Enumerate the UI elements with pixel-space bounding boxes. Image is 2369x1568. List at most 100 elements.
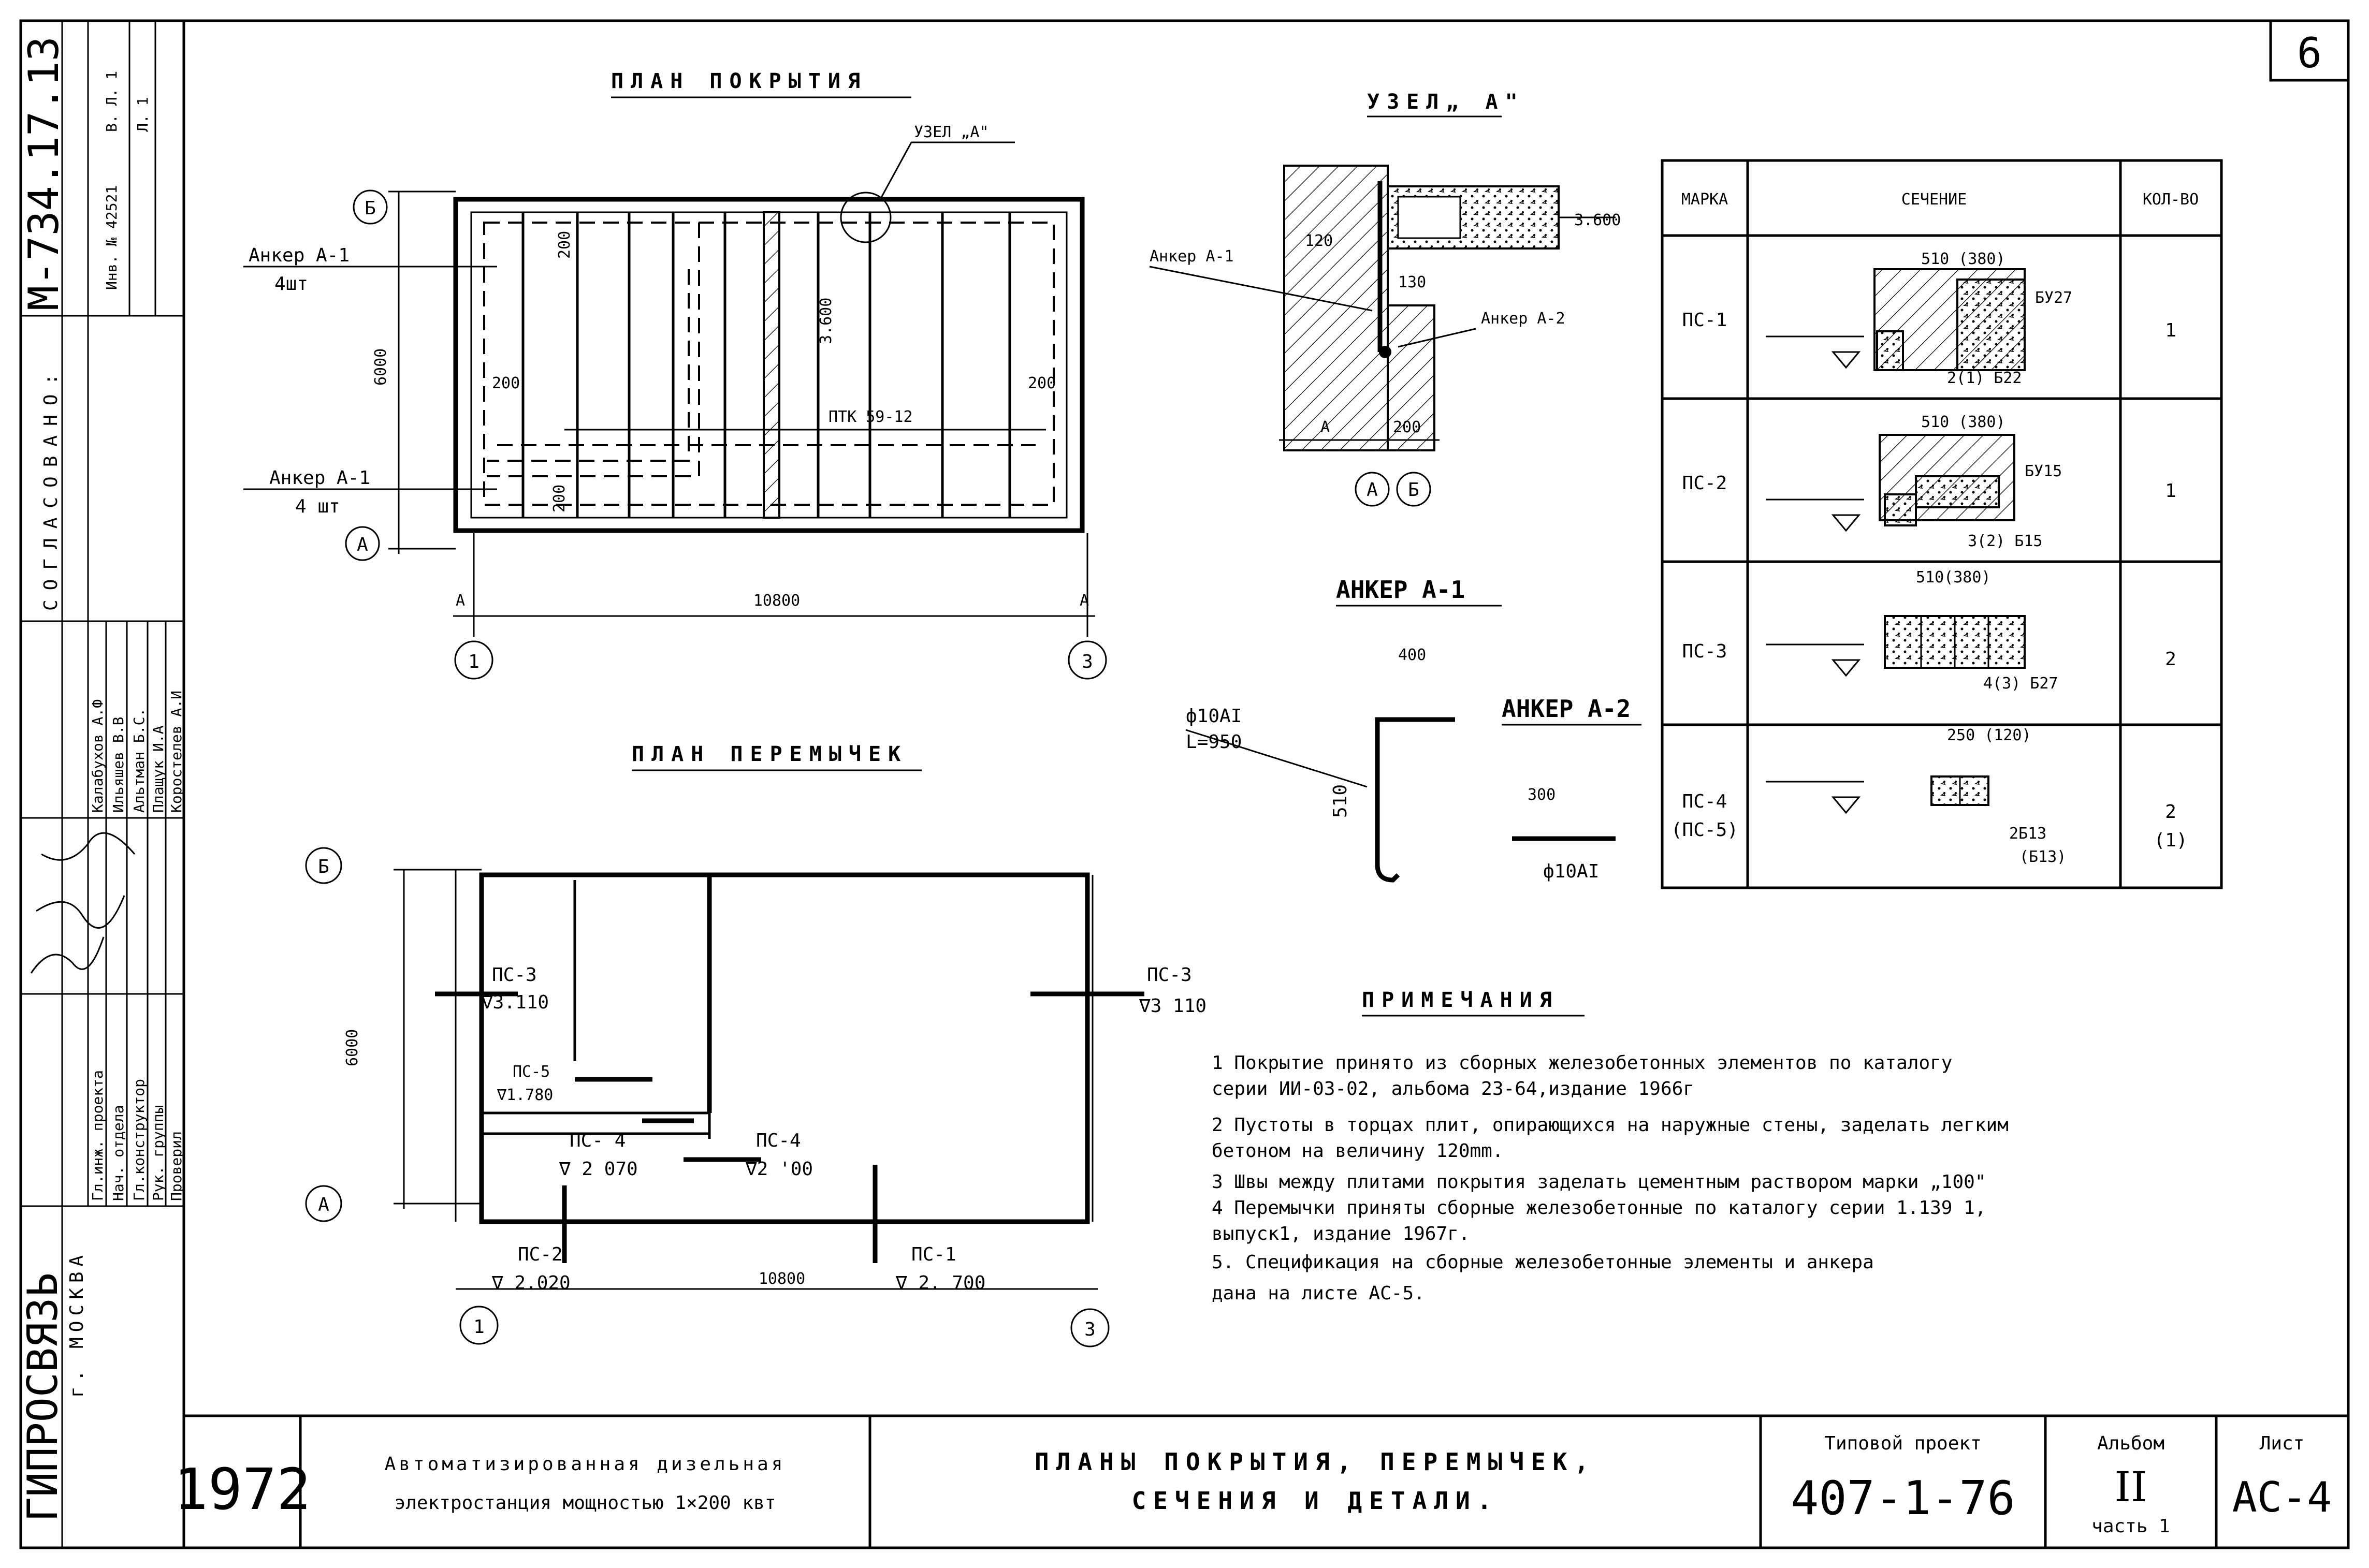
name-2: Ильяшев В.В xyxy=(110,717,127,813)
svg-text:200: 200 xyxy=(550,485,569,512)
note-line-4: бетоном на величину 120mm. xyxy=(1212,1140,1504,1162)
svg-text:4(3) Б27: 4(3) Б27 xyxy=(1983,675,2058,693)
node-a: УЗЕЛ„ А" 3.600 120 130 Анкер А-1 Анкер А… xyxy=(1149,90,1621,507)
role-4: Рук. группы xyxy=(150,1105,167,1201)
svg-text:1: 1 xyxy=(2165,320,2176,341)
svg-text:Анкер А-1: Анкер А-1 xyxy=(1150,247,1234,266)
svg-text:2: 2 xyxy=(2165,649,2176,670)
sheet-number: 6 xyxy=(2297,29,2322,77)
svg-text:10800: 10800 xyxy=(753,592,800,610)
list-label: Лист xyxy=(2260,1433,2305,1454)
svg-text:200: 200 xyxy=(1028,374,1056,392)
svg-text:510: 510 xyxy=(1330,784,1351,818)
svg-text:200: 200 xyxy=(556,231,574,259)
outer-frame xyxy=(19,19,2350,1549)
project-line-2: электростанция мощностью 1×200 квт xyxy=(395,1492,776,1514)
name-3: Альтман Б.С. xyxy=(130,708,148,813)
agreed-label: СОГЛАСОВАНО: xyxy=(40,364,62,611)
album-label: Альбом xyxy=(2097,1433,2164,1454)
svg-text:510 (380): 510 (380) xyxy=(1921,250,2005,268)
svg-text:ПС-4: ПС-4 xyxy=(1682,791,1727,812)
doc-code: М-734.17.13 xyxy=(20,36,68,311)
svg-text:ф10АI: ф10АI xyxy=(1186,706,1242,727)
svg-text:∇2 '00: ∇2 '00 xyxy=(745,1159,813,1180)
svg-text:А: А xyxy=(1320,418,1330,436)
svg-text:ПС-3: ПС-3 xyxy=(1682,641,1727,662)
svg-text:(ПС-5): (ПС-5) xyxy=(1671,819,1738,841)
anchor-a2: АНКЕР А-2 300 ф10АI xyxy=(1502,695,1641,882)
table-header-section: СЕЧЕНИЕ xyxy=(1901,190,1967,209)
svg-text:1: 1 xyxy=(2165,480,2176,502)
album-part: часть 1 xyxy=(2091,1516,2170,1537)
svg-text:ПС-1: ПС-1 xyxy=(1682,310,1727,331)
list-value: АС-4 xyxy=(2232,1473,2332,1521)
svg-text:Б: Б xyxy=(365,198,376,219)
album-value: II xyxy=(2114,1463,2147,1511)
svg-text:А: А xyxy=(1367,479,1378,501)
svg-text:А: А xyxy=(357,534,368,555)
node-a-marker xyxy=(840,192,892,243)
svg-text:130: 130 xyxy=(1398,273,1426,291)
notes: ПРИМЕЧАНИЯ 1 Покрытие принято из сборных… xyxy=(1212,988,2009,1304)
sheet-number-box xyxy=(2269,19,2350,82)
svg-text:А: А xyxy=(318,1194,329,1215)
type-project-label: Типовой проект xyxy=(1824,1433,1981,1454)
plan-roof-title: ПЛАН ПОКРЫТИЯ xyxy=(611,69,867,93)
svg-text:∇ 2 070: ∇ 2 070 xyxy=(559,1159,638,1180)
svg-text:2Б13: 2Б13 xyxy=(2009,825,2046,843)
sheet-title-1: ПЛАНЫ ПОКРЫТИЯ, ПЕРЕМЫЧЕК, xyxy=(1035,1448,1596,1476)
v-l-label: В. Л. 1 xyxy=(103,71,120,132)
svg-text:Анкер А-1: Анкер А-1 xyxy=(249,245,350,266)
svg-text:ПС-4: ПС-4 xyxy=(756,1130,801,1151)
plan-lintels: ПЛАН ПЕРЕМЫЧЕК ПС-3 ∇3.110 ПС-3 ∇3 110 П… xyxy=(305,742,1207,1347)
note-line-2: серии ИИ-03-02, альбома 23-64,издание 19… xyxy=(1212,1078,1694,1100)
svg-text:1: 1 xyxy=(473,1316,485,1338)
svg-text:2: 2 xyxy=(2165,801,2176,823)
svg-text:510 (380): 510 (380) xyxy=(1921,413,2005,431)
svg-text:6000: 6000 xyxy=(372,348,390,386)
title-block: 1972 Автоматизированная дизельная электр… xyxy=(174,1414,2348,1548)
svg-text:200: 200 xyxy=(1393,418,1421,436)
svg-text:Анкер А-2: Анкер А-2 xyxy=(1481,310,1565,328)
plan-roof: ПЛАН ПОКРЫТИЯ УЗЕЛ „А" 200 200 200 200 3… xyxy=(243,69,1107,680)
svg-text:БУ15: БУ15 xyxy=(2025,462,2062,480)
svg-text:120: 120 xyxy=(1305,232,1333,250)
role-5: Проверил xyxy=(168,1131,185,1201)
svg-text:ПЛАН ПЕРЕМЫЧЕК: ПЛАН ПЕРЕМЫЧЕК xyxy=(632,742,908,766)
roof-outer-wall xyxy=(453,197,1085,533)
note-line-3: 2 Пустоты в торцах плит, опирающихся на … xyxy=(1212,1115,2009,1136)
svg-text:ПС-1: ПС-1 xyxy=(911,1244,956,1265)
svg-text:3: 3 xyxy=(1084,1319,1096,1340)
svg-text:510(380): 510(380) xyxy=(1916,568,1991,587)
svg-text:3.600: 3.600 xyxy=(817,298,835,344)
svg-text:3(2) Б15: 3(2) Б15 xyxy=(1968,532,2043,550)
svg-text:Анкер А-1: Анкер А-1 xyxy=(269,467,370,489)
table-header-mark: МАРКА xyxy=(1681,190,1728,209)
svg-text:ПС-3: ПС-3 xyxy=(1147,964,1192,986)
node-ref-label: УЗЕЛ „А" xyxy=(914,123,989,141)
sheet-title-2: СЕЧЕНИЯ И ДЕТАЛИ. xyxy=(1132,1487,1499,1515)
project-line-1: Автоматизированная дизельная xyxy=(385,1454,786,1475)
svg-text:6000: 6000 xyxy=(343,1029,361,1066)
role-3: Гл.конструктор xyxy=(130,1079,148,1201)
org-city: г. МОСКВА xyxy=(66,1250,88,1398)
svg-text:∇1.780: ∇1.780 xyxy=(497,1086,553,1104)
note-line-5: 3 Швы между плитами покрытия заделать це… xyxy=(1212,1171,1986,1193)
svg-text:УЗЕЛ„ А": УЗЕЛ„ А" xyxy=(1367,90,1525,114)
l-label: Л. 1 xyxy=(134,97,151,132)
svg-text:А: А xyxy=(456,592,465,610)
svg-text:3: 3 xyxy=(1082,651,1093,672)
anchor-a1: АНКЕР А-1 400 ф10АI L=950 510 xyxy=(1185,576,1502,883)
svg-text:АНКЕР А-1: АНКЕР А-1 xyxy=(1336,576,1465,604)
svg-text:4 шт: 4 шт xyxy=(295,496,340,517)
left-strip: М-734.17.13 Инв. № 42521 В. Л. 1 Л. 1 СО… xyxy=(19,21,185,1548)
svg-text:2(1) Б22: 2(1) Б22 xyxy=(1947,369,2022,387)
name-1: Калабухов А.Ф xyxy=(89,699,106,813)
svg-text:ПС- 4: ПС- 4 xyxy=(570,1130,626,1151)
svg-text:ф10АI: ф10АI xyxy=(1543,861,1599,882)
svg-text:L=950: L=950 xyxy=(1186,731,1242,753)
svg-text:250 (120): 250 (120) xyxy=(1947,726,2031,744)
svg-text:Б: Б xyxy=(318,856,329,877)
svg-text:∇3 110: ∇3 110 xyxy=(1139,995,1207,1017)
